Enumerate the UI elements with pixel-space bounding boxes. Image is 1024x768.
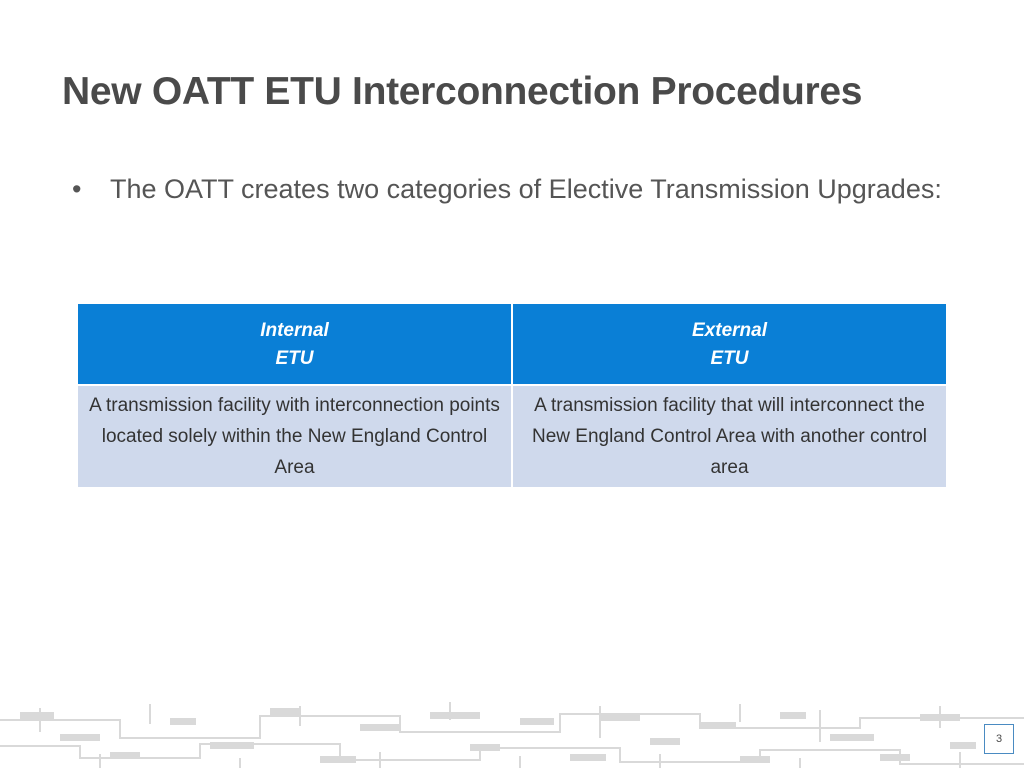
circuit-board-decoration [0,702,1024,768]
table-header-row: Internal ETU External ETU [76,302,948,386]
bullet-item: • The OATT creates two categories of Ele… [72,170,952,208]
table-header-internal-etu: Internal ETU [76,302,513,386]
page-number: 3 [984,724,1014,754]
header-line: ETU [710,348,749,369]
header-line: ETU [275,348,314,369]
table-header-external-etu: External ETU [511,302,948,386]
bullet-list: • The OATT creates two categories of Ele… [72,170,952,208]
header-line: External [692,320,767,341]
bullet-text: The OATT creates two categories of Elect… [110,174,942,204]
header-line: Internal [260,320,329,341]
etu-categories-table: Internal ETU External ETU A transmission… [76,302,948,489]
bullet-marker: • [72,174,82,204]
table-row: A transmission facility with interconnec… [76,384,948,489]
internal-etu-description: A transmission facility with interconnec… [76,384,513,489]
external-etu-description: A transmission facility that will interc… [511,384,948,489]
slide-title: New OATT ETU Interconnection Procedures [62,70,863,113]
